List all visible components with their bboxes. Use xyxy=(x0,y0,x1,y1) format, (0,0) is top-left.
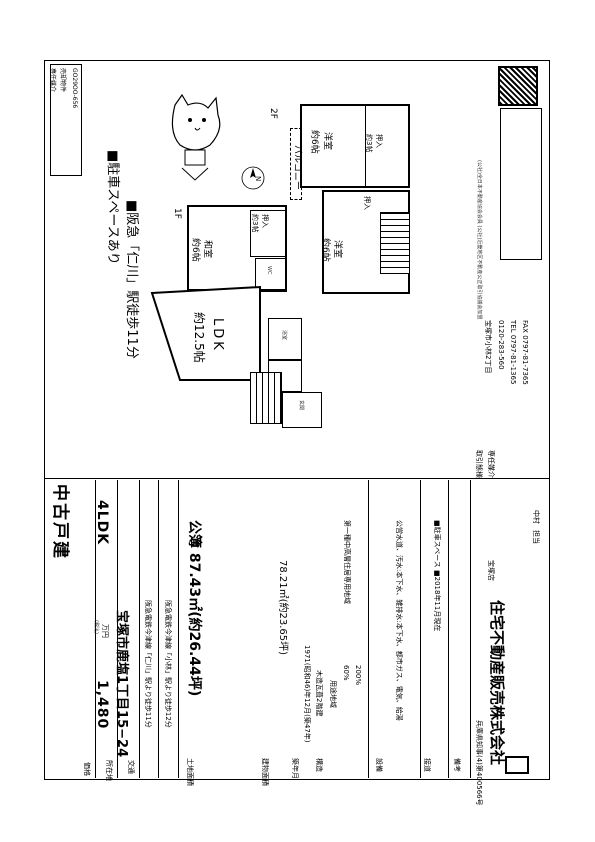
far-value: 200% xyxy=(354,665,362,686)
access-headline: ■阪急「仁川」駅徒歩11分 xyxy=(124,200,139,359)
equipment-label: 設備 xyxy=(375,758,383,772)
corner-note-box xyxy=(50,64,82,176)
built-label: 築年月 xyxy=(291,758,299,779)
room-ldk-size: 約12.5帖 xyxy=(192,312,206,363)
road-label: 接道 xyxy=(423,758,431,772)
grid-line-remarks xyxy=(448,480,449,778)
agent-fax: FAX 0797-81-7365 xyxy=(521,320,529,385)
structure-label: 構造 xyxy=(315,758,323,772)
section-divider xyxy=(44,478,550,479)
corner-label-a: 売却物件 xyxy=(59,68,66,93)
land-area-value: 公簿 87.43㎡(約26.44坪) xyxy=(186,520,202,697)
structure-value: 木造瓦葺2階建 xyxy=(315,670,323,717)
zoning-label: 用途地域 xyxy=(329,680,337,708)
floor-1f-label: 1F xyxy=(172,208,182,219)
traffic-line-2: 阪急電鉄今津線「小林」駅より徒歩12分 xyxy=(164,600,172,728)
balcony-outline xyxy=(290,128,302,200)
room-2f-youshitsu-big xyxy=(300,104,410,188)
agent-person-label: 担当 xyxy=(532,530,540,544)
room-youshitsu-c-label: 洋室 xyxy=(332,240,342,259)
floorplan-footnote: (公社)全日本不動産協会会員 (公社)近畿地区不動産公正取引協議会加盟 xyxy=(476,160,482,320)
price-value: 1,480 xyxy=(94,680,110,730)
agent-side-table xyxy=(500,108,542,260)
agent-name: 住宅不動産販売株式会社 xyxy=(488,600,506,766)
ref-code: GO29OO-656 xyxy=(71,68,78,109)
transaction-label: 取引態様 xyxy=(475,450,483,478)
compass-label: N xyxy=(254,176,262,182)
closet-1f-box xyxy=(250,210,287,257)
compass-icon xyxy=(241,166,265,190)
room-ldk-label: LDK xyxy=(210,318,225,353)
remarks-label: 備考 xyxy=(453,758,461,772)
floor-2f-label: 2F xyxy=(268,108,278,119)
agent-license: 兵庫県知事(4)第400566号 xyxy=(475,720,483,806)
building-area-value: 78.21㎡(約23.65坪) xyxy=(277,560,288,656)
layout-value: 4LDK xyxy=(94,500,110,546)
transaction-value: 専任媒介 xyxy=(487,450,495,478)
corner-label-b: 専任媒介 xyxy=(49,68,56,93)
grid-line-price xyxy=(95,480,96,778)
price-label: 価格 xyxy=(83,762,91,776)
grid-line-equip xyxy=(368,480,369,778)
wc-label: WC xyxy=(266,266,272,275)
closet-1f-label: 押入 xyxy=(261,214,269,228)
entrance-box xyxy=(282,392,322,428)
flyer-sheet xyxy=(44,60,550,780)
land-area-label: 土地面積 xyxy=(186,758,194,786)
built-value: 1971(昭和46)年12月(築47年) xyxy=(303,645,311,743)
room-washitsu-label: 和室 xyxy=(202,240,212,259)
qr-code-icon xyxy=(498,66,538,106)
agent-free-dial: 0120-283-560 xyxy=(497,320,505,370)
room-youshitsu-a-size: 約6帖 xyxy=(309,130,319,154)
address-value: 宝塚市鹿塩1丁目15−24 xyxy=(114,610,129,758)
stair-2f xyxy=(380,212,410,274)
grid-line-agent xyxy=(470,480,471,778)
grid-line-road xyxy=(420,480,421,778)
wc-box xyxy=(255,258,287,292)
bath-box xyxy=(268,318,302,360)
stair-1f xyxy=(250,372,282,424)
grid-line-traffic2 xyxy=(158,480,159,778)
agent-branch: 宝塚店 xyxy=(487,560,495,581)
bath-label: 浴室 xyxy=(281,330,287,341)
address-label: 所在地 xyxy=(105,760,113,781)
room-2f-divider xyxy=(365,104,366,188)
agent-logo-icon xyxy=(505,756,529,774)
equipment-value: 公営水道、汚水:本下水、雑排水:本下水、都市ガス、電気、給湯 xyxy=(395,520,403,721)
coverage-value: 60% xyxy=(342,665,350,681)
room-washitsu-size: 約6帖 xyxy=(190,238,200,262)
agent-tel: TEL 0797-81-1365 xyxy=(509,320,517,385)
traffic-label: 交通 xyxy=(127,760,135,774)
agent-person: 中村 xyxy=(532,510,540,524)
price-tax: (税込) xyxy=(93,620,99,634)
cat-mascot-icon xyxy=(171,93,221,181)
storage-2f-size: 約3帖 xyxy=(365,134,373,153)
storage-1f-size: 約3帖 xyxy=(251,214,259,233)
closet-2f-label: 押入 xyxy=(375,134,383,148)
traffic-line-1: 阪急電鉄今津線「仁川」駅より徒歩11分 xyxy=(144,600,152,728)
grid-line-area xyxy=(178,480,179,778)
room-youshitsu-a-label: 洋室 xyxy=(322,132,332,151)
listing-category: 中古戸建 xyxy=(50,484,70,560)
entrance-label: 玄関 xyxy=(298,400,304,411)
zoning-value: 第一種中高層住居専用地域 xyxy=(343,520,351,604)
building-area-label: 建物面積 xyxy=(261,758,269,786)
grid-line-traffic xyxy=(139,480,140,778)
agent-address: 宝塚市小林2丁目 xyxy=(484,320,492,374)
closet-2f-b-label: 押入 xyxy=(363,196,371,210)
road-value: ■駐車スペース ■2018年11月現在 xyxy=(433,520,441,632)
price-unit: 万円 xyxy=(101,624,109,638)
parking-headline: ■駐車スペースあり xyxy=(105,150,120,265)
grid-line-address xyxy=(117,480,118,778)
room-youshitsu-c-size: 約6帖 xyxy=(320,238,330,262)
